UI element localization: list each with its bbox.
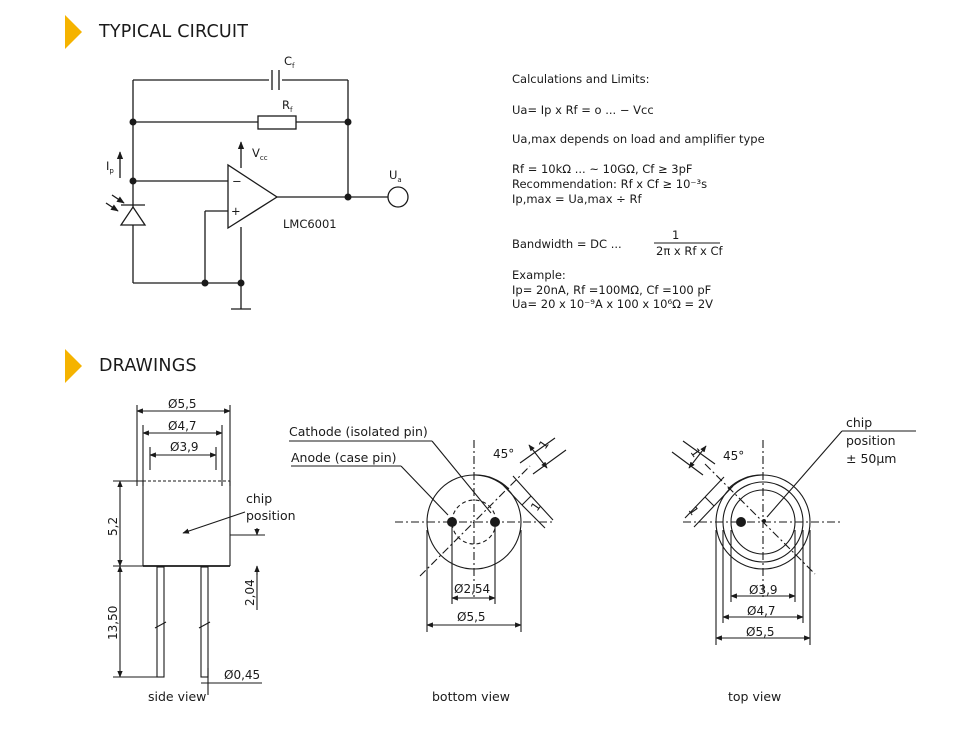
- cf-label: Cf: [284, 54, 295, 70]
- top-view-pins: [736, 517, 766, 527]
- top-dim-d39: Ø3,9: [749, 583, 778, 597]
- feedback-capacitor: [133, 70, 348, 90]
- rf-label: Rf: [282, 98, 293, 114]
- bottom-view-pins: [447, 517, 500, 527]
- opamp-part-number: LMC6001: [283, 217, 337, 231]
- bandwidth-denominator: 2π x Rf x Cf: [656, 244, 724, 258]
- side-dim-d39: Ø3,9: [170, 440, 199, 454]
- opamp-plus: +: [231, 204, 241, 218]
- top-dim-d55: Ø5,5: [746, 625, 775, 639]
- output-terminal: [387, 186, 409, 208]
- bottom-dim-d55: Ø5,5: [457, 610, 486, 624]
- feedback-resistor: [133, 115, 348, 130]
- side-dim-d55: Ø5,5: [168, 397, 197, 411]
- bottom-view-caption: bottom view: [432, 689, 510, 704]
- calculations-block: Calculations and Limits: Ua= Ip x Rf = o…: [512, 72, 765, 311]
- calc-line-1: Ua= Ip x Rf = o ... − Vcc: [512, 103, 654, 117]
- photodiode-symbol: [105, 194, 147, 226]
- calc-heading: Calculations and Limits:: [512, 72, 649, 86]
- top-view-caption: top view: [728, 689, 781, 704]
- vcc-label: Vcc: [252, 146, 268, 162]
- side-chip-label-1: chip: [246, 491, 272, 506]
- bandwidth-numerator: 1: [672, 228, 679, 242]
- opamp-symbol: [227, 163, 279, 230]
- top-chip-label-1: chip: [846, 415, 872, 430]
- top-chip-label-2: position: [846, 433, 896, 448]
- side-dim-pin: Ø0,45: [224, 668, 260, 682]
- bandwidth-label: Bandwidth = DC ...: [512, 237, 622, 251]
- calc-line-2: Ua,max depends on load and amplifier typ…: [512, 132, 765, 146]
- ua-label: Ua: [389, 168, 402, 184]
- drawings-section-marker: [65, 349, 82, 383]
- circuit-section-title: TYPICAL CIRCUIT: [99, 22, 249, 42]
- side-dim-h52: 5,2: [106, 517, 120, 536]
- top-dim-1b: 1: [686, 504, 702, 518]
- example-heading: Example:: [512, 268, 566, 282]
- side-view-caption: side view: [148, 689, 206, 704]
- side-dim-h1350: 13,50: [106, 606, 120, 640]
- circuit-junctions: [129, 118, 352, 287]
- side-dim-d47: Ø4,7: [168, 419, 197, 433]
- cathode-label: Cathode (isolated pin): [289, 424, 428, 439]
- drawings-section-title: DRAWINGS: [99, 356, 197, 376]
- calc-line-3: Rf = 10kΩ ... ~ 10GΩ, Cf ≥ 3pF: [512, 162, 693, 176]
- ip-label: Ip: [106, 159, 114, 175]
- example-line-2: Ua= 20 x 10⁻⁹A x 100 x 10⁶Ω = 2V: [512, 297, 713, 311]
- bottom-dim-d254: Ø2,54: [454, 582, 490, 596]
- opamp-minus: −: [232, 174, 242, 188]
- top-chip-tolerance: ± 50µm: [846, 451, 896, 466]
- circuit-section-marker: [65, 15, 82, 49]
- calc-line-4: Recommendation: Rf x Cf ≥ 10⁻³s: [512, 177, 707, 191]
- bottom-angle-label: 45°: [493, 447, 514, 461]
- bottom-view-drawing: [289, 437, 567, 632]
- side-view-drawing: [113, 405, 265, 695]
- side-dim-h204: 2,04: [243, 579, 257, 606]
- side-chip-label-2: position: [246, 508, 296, 523]
- top-dim-d47: Ø4,7: [747, 604, 776, 618]
- transimpedance-circuit: [105, 70, 409, 310]
- example-line-1: Ip= 20nA, Rf =100MΩ, Cf =100 pF: [512, 283, 711, 297]
- top-dim-1a: 1: [688, 446, 704, 460]
- top-angle-label: 45°: [723, 449, 744, 463]
- calc-line-5: Ip,max = Ua,max ÷ Rf: [512, 192, 642, 206]
- anode-label: Anode (case pin): [291, 450, 397, 465]
